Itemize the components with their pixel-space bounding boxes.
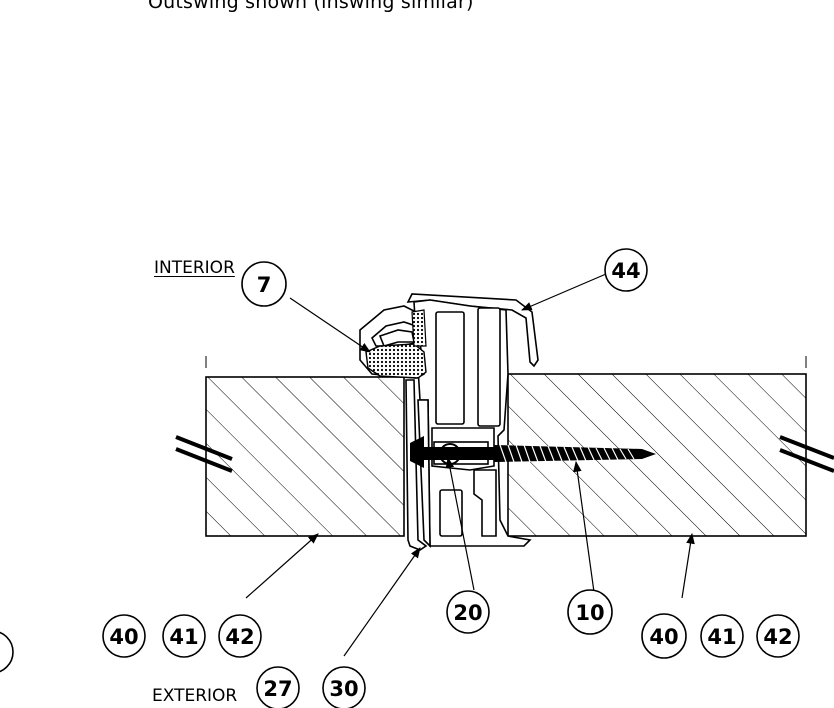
interior-label: INTERIOR — [154, 258, 235, 278]
drawing-caption: Outswing shown (inswing similar) — [148, 0, 474, 13]
callout-44-circle — [604, 248, 648, 292]
leader-7 — [289, 297, 371, 353]
callout-7: 7 — [257, 273, 272, 297]
right-break-symbol — [779, 435, 834, 473]
callout-41b-circle — [700, 614, 744, 658]
wood-screw — [410, 436, 656, 468]
leader-42-right — [681, 532, 695, 599]
exterior-label: EXTERIOR — [152, 686, 238, 706]
left-frame-panel — [205, 376, 405, 537]
left-break-symbol — [175, 435, 233, 473]
leader-10 — [573, 460, 595, 593]
callout-40-right: 40 — [649, 625, 678, 649]
callout-42-right: 42 — [763, 625, 792, 649]
callout-20: 20 — [453, 601, 482, 625]
leader-20 — [445, 456, 475, 591]
callout-40a-circle — [102, 614, 146, 658]
leader-42-left — [245, 533, 319, 599]
leader-44 — [521, 273, 607, 311]
leader-lines — [245, 273, 695, 657]
callout-41-right: 41 — [707, 625, 736, 649]
callout-44: 44 — [611, 259, 640, 283]
callout-27: 27 — [263, 677, 292, 701]
callout-10: 10 — [575, 601, 604, 625]
leader-30 — [343, 547, 421, 657]
callout-30-circle — [322, 666, 366, 708]
callout-10-circle — [567, 589, 613, 635]
door-skin — [405, 379, 431, 551]
callout-42a-circle — [218, 614, 262, 658]
callout-40-left: 40 — [109, 625, 138, 649]
callout-41-left: 41 — [169, 625, 198, 649]
weatherstrip — [365, 309, 427, 379]
callouts — [0, 248, 800, 708]
callout-42b-circle — [756, 614, 800, 658]
callout-20-circle — [446, 590, 490, 634]
callout-42-left: 42 — [225, 625, 254, 649]
callout-partial-circle — [0, 631, 14, 673]
callout-30: 30 — [329, 677, 358, 701]
callout-27-circle — [256, 666, 300, 708]
callout-40b-circle — [641, 613, 687, 659]
callout-41a-circle — [162, 614, 206, 658]
callout-7-circle — [241, 261, 287, 307]
